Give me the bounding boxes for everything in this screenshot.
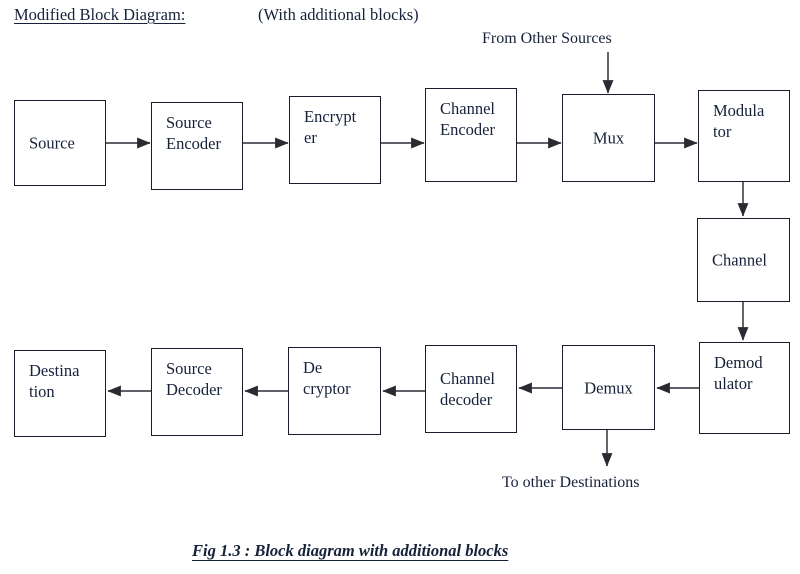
block-modulator-label: Modula tor: [713, 101, 765, 142]
block-demux-label: Demux: [584, 377, 633, 397]
block-source-decoder[interactable]: Source Decoder: [151, 348, 243, 436]
block-destination-label: Destina tion: [29, 361, 80, 402]
block-channel-decoder-label: Channel decoder: [440, 368, 495, 409]
block-source-label: Source: [29, 133, 75, 153]
block-demodulator-label: Demod ulator: [714, 353, 763, 394]
block-channel[interactable]: Channel: [697, 218, 790, 302]
block-decryptor[interactable]: De cryptor: [288, 347, 381, 435]
block-demux[interactable]: Demux: [562, 345, 655, 430]
block-destination[interactable]: Destina tion: [14, 350, 106, 437]
block-source-encoder[interactable]: Source Encoder: [151, 102, 243, 190]
page-subtitle: (With additional blocks): [258, 5, 419, 24]
block-source[interactable]: Source: [14, 100, 106, 186]
block-mux-label: Mux: [592, 128, 625, 148]
block-demodulator[interactable]: Demod ulator: [699, 342, 790, 434]
block-source-encoder-label: Source Encoder: [166, 113, 221, 154]
block-mux[interactable]: Mux: [562, 94, 655, 182]
annotation-to-other-destinations: To other Destinations: [502, 474, 640, 491]
annotation-from-other-sources: From Other Sources: [482, 30, 612, 47]
block-channel-label: Channel: [712, 250, 767, 270]
page-title: Modified Block Diagram:: [14, 5, 186, 24]
block-modulator[interactable]: Modula tor: [698, 90, 790, 182]
block-channel-decoder[interactable]: Channel decoder: [425, 345, 517, 433]
block-channel-encoder-label: Channel Encoder: [440, 99, 495, 140]
block-channel-encoder[interactable]: Channel Encoder: [425, 88, 517, 182]
block-decryptor-label: De cryptor: [303, 358, 351, 399]
block-encrypter-label: Encrypt er: [304, 107, 357, 148]
block-encrypter[interactable]: Encrypt er: [289, 96, 381, 184]
block-source-decoder-label: Source Decoder: [166, 359, 222, 400]
figure-caption: Fig 1.3 : Block diagram with additional …: [192, 541, 509, 560]
